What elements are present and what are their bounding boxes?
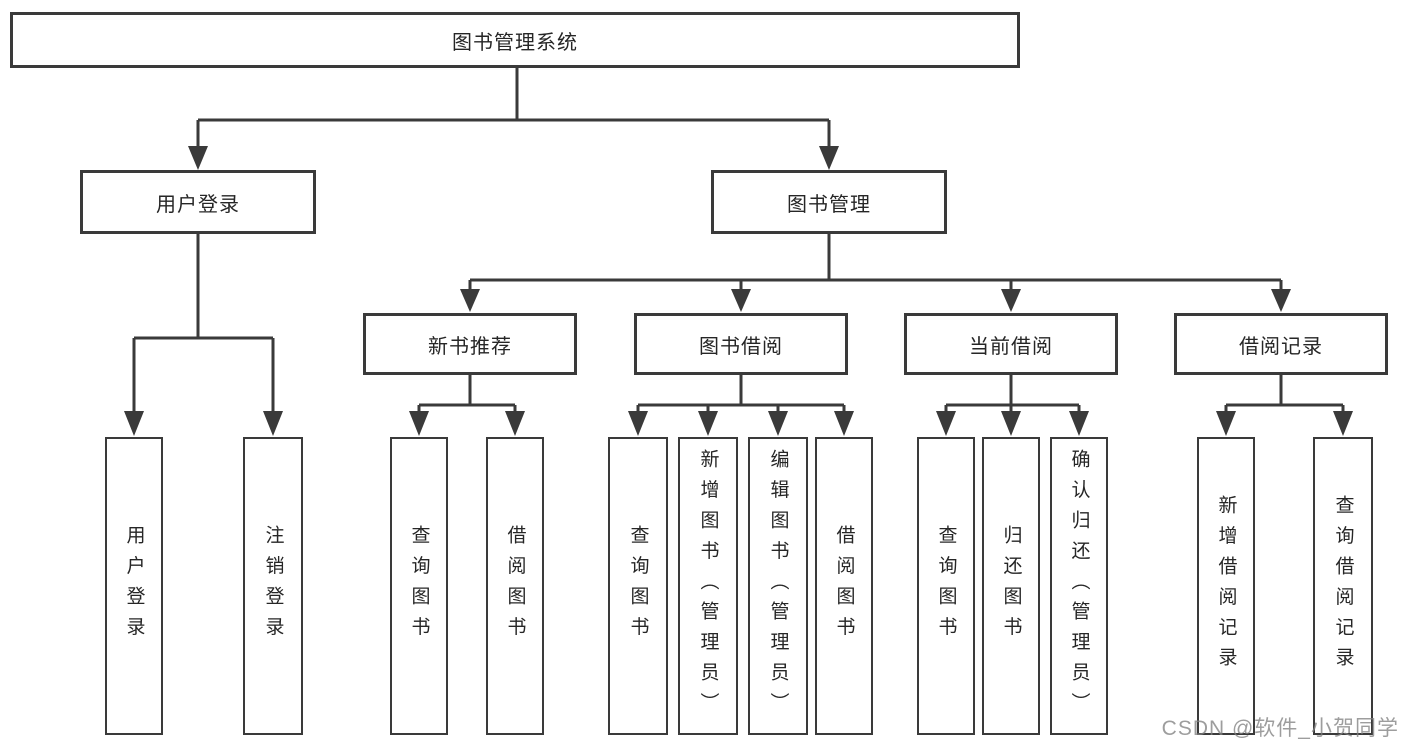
leaf-query-book-current-label: 查询图书	[935, 525, 957, 647]
leaf-edit-book-admin-label: 编辑图书（管理员）	[767, 449, 789, 723]
node-current-borrow: 当前借阅	[904, 313, 1118, 375]
leaf-confirm-return-admin-label: 确认归还（管理员）	[1068, 449, 1090, 723]
leaf-add-borrow-record-label: 新增借阅记录	[1215, 494, 1237, 678]
node-new-book-recommend-label: 新书推荐	[428, 335, 512, 358]
leaf-edit-book-admin: 编辑图书（管理员）	[748, 437, 808, 735]
node-borrow-record: 借阅记录	[1174, 313, 1388, 375]
node-book-management-label: 图书管理	[787, 193, 871, 216]
leaf-query-book-borrow-label: 查询图书	[627, 525, 649, 647]
node-book-management: 图书管理	[711, 170, 947, 234]
leaf-logout: 注销登录	[243, 437, 303, 735]
node-root-label: 图书管理系统	[452, 31, 578, 54]
leaf-user-login-label: 用户登录	[123, 525, 145, 647]
node-root: 图书管理系统	[10, 12, 1020, 68]
node-user-login: 用户登录	[80, 170, 316, 234]
node-current-borrow-label: 当前借阅	[969, 335, 1053, 358]
node-new-book-recommend: 新书推荐	[363, 313, 577, 375]
leaf-add-borrow-record: 新增借阅记录	[1197, 437, 1255, 735]
leaf-confirm-return-admin: 确认归还（管理员）	[1050, 437, 1108, 735]
node-book-borrow-label: 图书借阅	[699, 335, 783, 358]
leaf-logout-label: 注销登录	[262, 525, 284, 647]
leaf-query-borrow-record: 查询借阅记录	[1313, 437, 1373, 735]
leaf-borrow-book-recommend: 借阅图书	[486, 437, 544, 735]
leaf-query-book-recommend: 查询图书	[390, 437, 448, 735]
leaf-return-book-label: 归还图书	[1000, 525, 1022, 647]
leaf-add-book-admin-label: 新增图书（管理员）	[697, 449, 719, 723]
leaf-borrow-book: 借阅图书	[815, 437, 873, 735]
node-borrow-record-label: 借阅记录	[1239, 335, 1323, 358]
node-book-borrow: 图书借阅	[634, 313, 848, 375]
leaf-query-borrow-record-label: 查询借阅记录	[1332, 494, 1354, 678]
leaf-query-book-current: 查询图书	[917, 437, 975, 735]
leaf-user-login: 用户登录	[105, 437, 163, 735]
leaf-borrow-book-recommend-label: 借阅图书	[504, 525, 526, 647]
leaf-query-book-borrow: 查询图书	[608, 437, 668, 735]
node-user-login-label: 用户登录	[156, 193, 240, 216]
leaf-query-book-recommend-label: 查询图书	[408, 525, 430, 647]
leaf-add-book-admin: 新增图书（管理员）	[678, 437, 738, 735]
leaf-return-book: 归还图书	[982, 437, 1040, 735]
csdn-watermark: CSDN @软件_小贺同学	[1161, 717, 1399, 740]
leaf-borrow-book-label: 借阅图书	[833, 525, 855, 647]
